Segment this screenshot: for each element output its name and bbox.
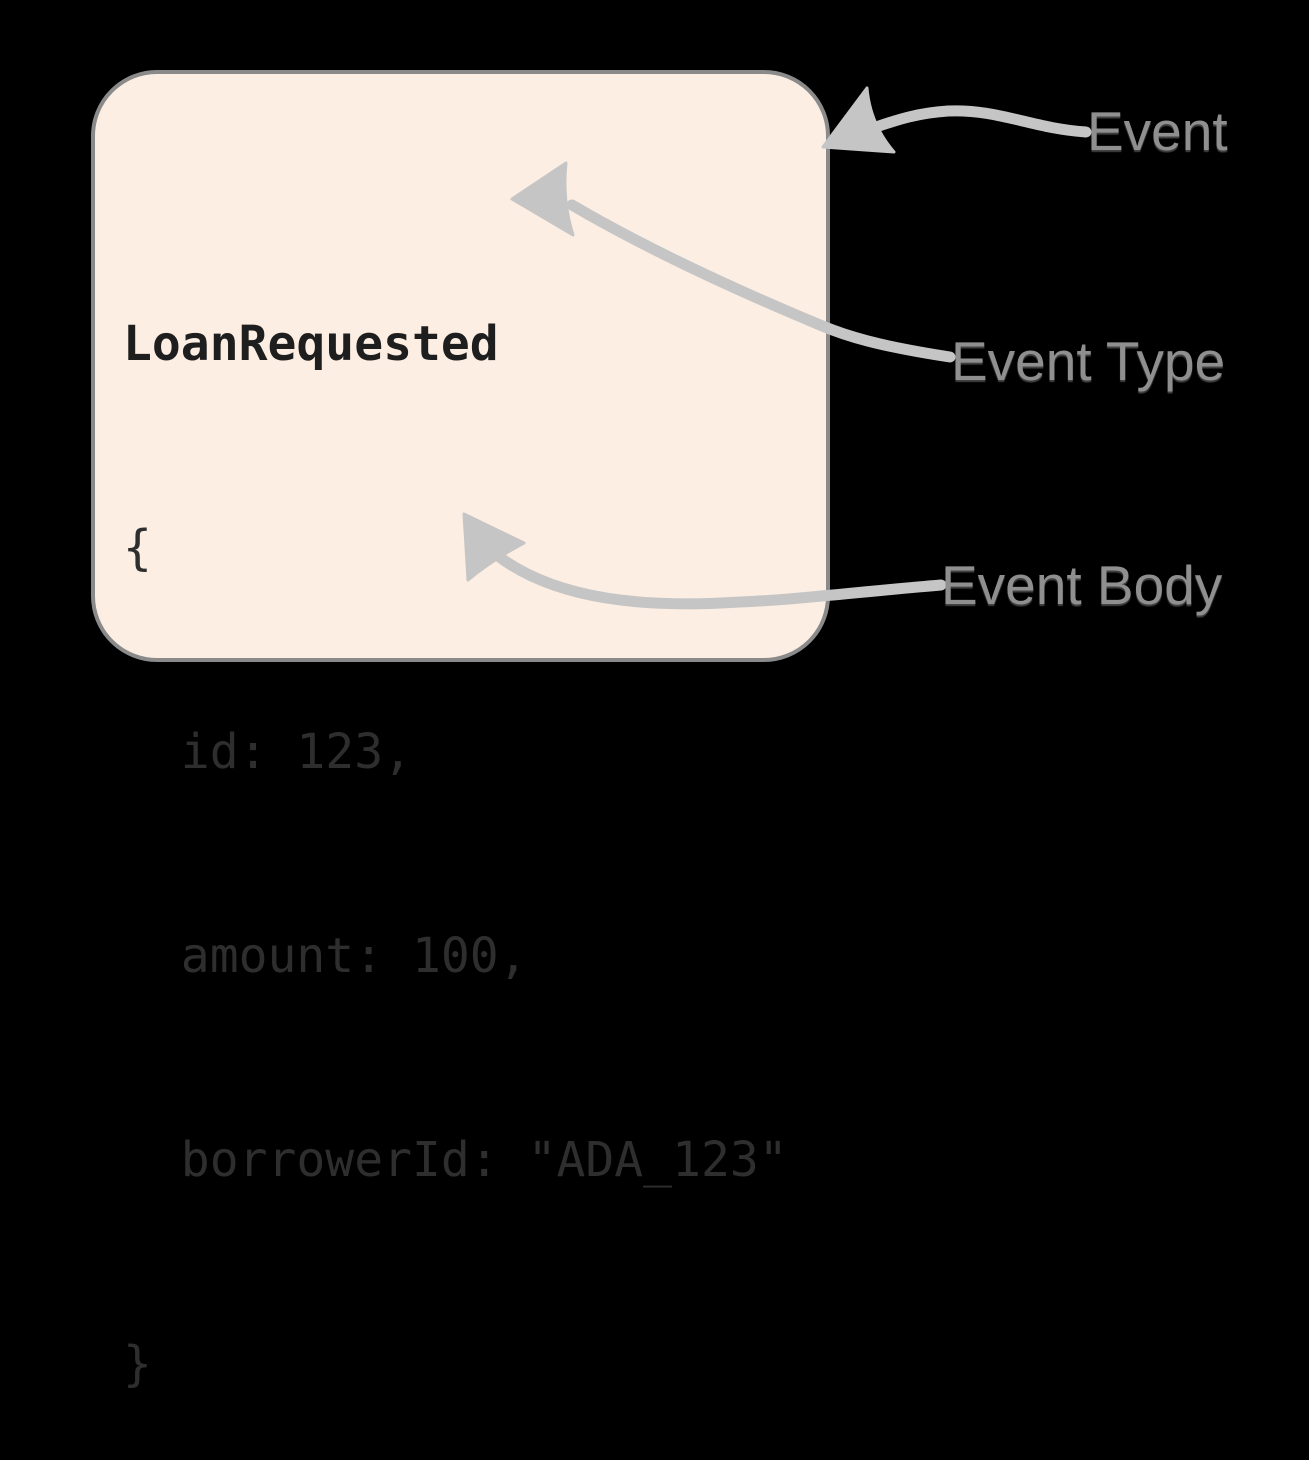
event-body-close-brace: }	[123, 1336, 152, 1392]
event-type-name: LoanRequested	[123, 316, 499, 372]
diagram-stage: LoanRequested { id: 123, amount: 100, bo…	[91, 70, 1228, 1392]
event-arrowhead-icon	[821, 86, 896, 154]
event-body-open-brace: {	[123, 520, 152, 576]
event-arrow	[870, 105, 1092, 138]
event-card: LoanRequested { id: 123, amount: 100, bo…	[91, 70, 830, 1392]
event-body-field-id: id: 123,	[123, 724, 412, 780]
event-code-block: LoanRequested { id: 123, amount: 100, bo…	[123, 174, 788, 1460]
event-body-field-amount: amount: 100,	[123, 928, 528, 984]
event-body-label: Event Body	[941, 554, 1223, 616]
event-type-label: Event Type	[951, 330, 1226, 392]
event-body-field-borrower-id: borrowerId: "ADA_123"	[123, 1132, 788, 1188]
event-label: Event	[1087, 100, 1228, 162]
